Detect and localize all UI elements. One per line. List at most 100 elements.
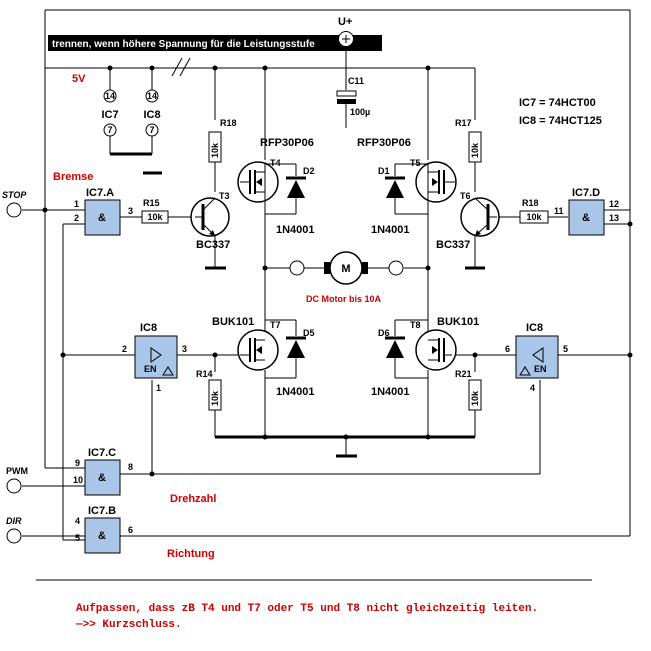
svg-text:IC8: IC8 [526,322,543,334]
svg-text:IC7.B: IC7.B [88,505,116,517]
mosfet-t7: BUK101 T7 [212,316,281,371]
input-dir: DIR [6,516,22,544]
svg-text:IC7.A: IC7.A [86,187,114,199]
svg-text:T3: T3 [219,191,230,201]
motor-symbol: M [341,263,350,275]
svg-text:EN: EN [144,364,157,374]
svg-text:4: 4 [75,516,80,526]
svg-text:2: 2 [122,344,127,354]
banner: trennen, wenn höhere Spannung für die Le… [48,35,382,51]
resistor-r15: R15 10k [141,198,169,224]
svg-text:9: 9 [75,458,80,468]
svg-text:10: 10 [73,475,83,485]
diode-d2: D2 1N4001 [276,166,315,236]
gate-ic7d: IC7.D & 12 13 11 [554,187,619,236]
svg-text:R18: R18 [220,118,237,128]
svg-text:13: 13 [609,213,619,223]
svg-text:C11: C11 [348,76,364,86]
svg-text:BC337: BC337 [196,239,230,251]
svg-text:1N4001: 1N4001 [371,224,410,236]
svg-text:100µ: 100µ [350,107,370,117]
svg-text:DIR: DIR [6,516,22,526]
svg-text:&: & [582,212,590,224]
svg-text:D1: D1 [378,166,390,176]
svg-text:R15: R15 [143,198,160,208]
svg-text:IC7.D: IC7.D [572,187,600,199]
input-pwm: PWM [6,466,28,494]
mosfet-t5: RFP30P06 T5 [357,137,457,203]
svg-text:RFP30P06: RFP30P06 [260,137,314,149]
svg-text:BUK101: BUK101 [437,316,479,328]
svg-text:1: 1 [74,199,79,209]
svg-text:10k: 10k [210,390,220,406]
svg-text:R18: R18 [522,198,539,208]
motor: M DC Motor bis 10A [289,251,404,304]
svg-text:10k: 10k [526,212,542,222]
motor-label: DC Motor bis 10A [306,294,382,304]
svg-text:1N4001: 1N4001 [276,386,315,398]
svg-text:R21: R21 [455,369,472,379]
buffer-ic8-right: IC8 EN 6 5 4 [505,322,568,393]
svg-text:1: 1 [156,383,161,393]
svg-text:5: 5 [75,533,80,543]
resistor-r21: R21 10k [455,369,482,411]
mosfet-t8: BUK101 T8 [410,316,479,371]
svg-text:T5: T5 [410,158,421,168]
svg-text:5: 5 [563,344,568,354]
svg-text:BUK101: BUK101 [212,316,254,328]
svg-text:11: 11 [554,206,564,216]
resistor-r17: R17 10k [455,118,482,163]
v5-label: 5V [72,73,86,85]
svg-text:D2: D2 [303,166,315,176]
legend-ic8: IC8 = 74HCT125 [519,115,602,127]
label-bremse: Bremse [53,171,93,183]
buffer-ic8-left: IC8 EN 2 3 1 [122,322,187,393]
diode-d5: D5 1N4001 [276,328,315,398]
svg-text:IC7.C: IC7.C [88,447,116,459]
svg-text:1N4001: 1N4001 [371,386,410,398]
resistor-r18-right: R18 10k [519,198,549,224]
banner-text: trennen, wenn höhere Spannung für die Le… [52,39,315,50]
svg-text:STOP: STOP [2,190,27,200]
svg-text:&: & [98,212,106,224]
svg-text:D6: D6 [378,328,390,338]
diode-d1: D1 1N4001 [371,166,410,236]
svg-text:7: 7 [107,125,112,135]
svg-text:10k: 10k [210,142,220,158]
gate-ic7b: IC7.B & 4 5 6 [75,505,133,554]
transistor-t3: T3 BC337 [190,191,230,251]
svg-text:12: 12 [609,199,619,209]
svg-text:&: & [98,472,106,484]
svg-text:D5: D5 [303,328,315,338]
warning-line-2: —>> Kurzschluss. [75,619,182,631]
wires [22,9,631,581]
svg-text:RFP30P06: RFP30P06 [357,137,411,149]
supply-uplus: U+ [338,16,354,47]
gate-ic7c: IC7.C & 9 10 8 [73,447,133,496]
svg-text:10k: 10k [470,390,480,406]
svg-text:10k: 10k [470,142,480,158]
svg-text:T4: T4 [270,158,281,168]
svg-text:EN: EN [534,364,547,374]
svg-text:1N4001: 1N4001 [276,224,315,236]
diode-d6: D6 1N4001 [371,328,410,398]
uplus-label: U+ [338,16,352,28]
svg-text:6: 6 [505,344,510,354]
svg-text:4: 4 [530,383,535,393]
ic8-supply-pins: 14 IC8 7 [143,89,161,137]
label-drehzahl: Drehzahl [170,493,216,505]
label-richtung: Richtung [167,548,215,560]
svg-text:10k: 10k [147,212,163,222]
transistor-t6: T6 BC337 [436,191,500,251]
gate-ic7a: IC7.A & 1 2 3 [74,187,133,236]
svg-text:T6: T6 [460,191,471,201]
ic8-pin-label: IC8 [143,109,160,121]
ic7-pin-label: IC7 [101,109,118,121]
capacitor-c11: C11 100µ [336,76,370,117]
svg-text:&: & [98,530,106,542]
svg-text:IC8: IC8 [140,322,157,334]
mosfet-t4: RFP30P06 T4 [237,137,314,203]
svg-text:6: 6 [128,525,133,535]
junctions [42,65,633,477]
